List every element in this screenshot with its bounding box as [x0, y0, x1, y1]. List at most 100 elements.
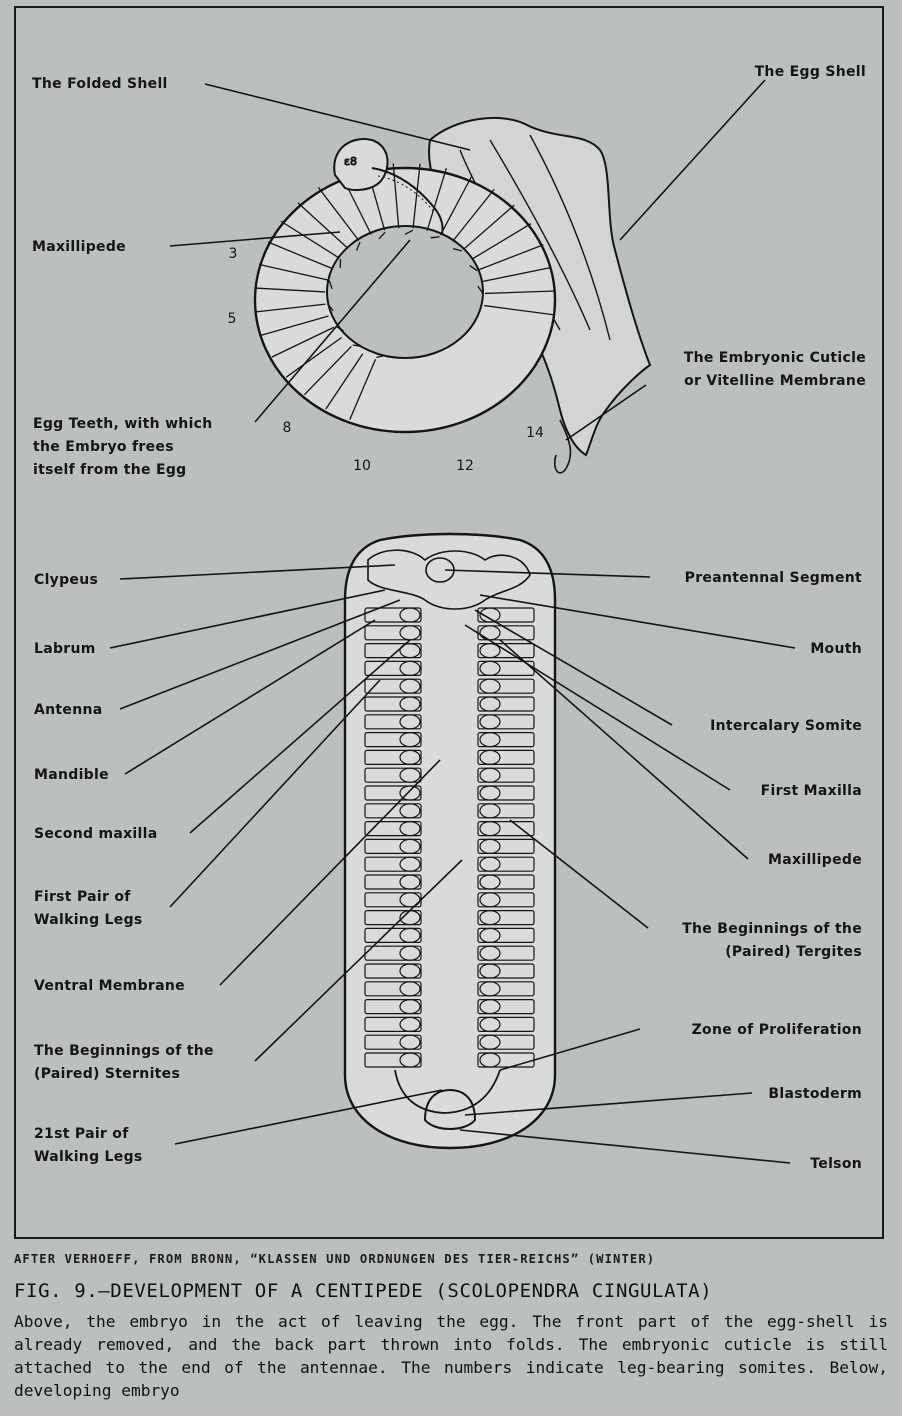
left-limb-bud: [399, 820, 421, 837]
left-segment: [364, 660, 422, 677]
left-limb-bud: [399, 963, 421, 979]
embryonic-cuticle-drawing: [553, 419, 572, 474]
developing-embryo: [343, 532, 557, 1150]
leader-line: [189, 639, 411, 834]
right-segment: [477, 1016, 535, 1033]
somite-number: 8: [283, 420, 292, 436]
segment-line: [255, 287, 326, 293]
label-left-2: Antenna: [34, 702, 102, 718]
segment-line: [259, 263, 328, 281]
right-segment: [477, 927, 535, 944]
right-segment: [477, 767, 535, 783]
leader-line: [444, 569, 651, 578]
right-limb-bud: [479, 909, 501, 926]
right-limb-bud: [479, 803, 501, 819]
right-segment: [477, 642, 535, 659]
right-segment: [477, 714, 535, 730]
proliferation-zone: [394, 1069, 501, 1114]
right-limb-bud: [479, 927, 501, 944]
right-limb-bud: [479, 785, 501, 801]
right-segment: [477, 678, 535, 694]
label-left-1: Labrum: [34, 641, 96, 657]
embryo-head: [333, 138, 389, 191]
right-segment: [477, 963, 535, 979]
right-segment: [477, 892, 535, 908]
segment-line: [280, 220, 340, 259]
right-limb-bud: [479, 660, 501, 677]
leader-line: [479, 594, 796, 649]
segment-line: [325, 353, 364, 410]
segment-line: [484, 290, 555, 295]
embryo-leaving-egg: ε8: [253, 116, 652, 474]
left-segment: [364, 963, 422, 979]
right-limb-bud: [479, 1052, 501, 1068]
segment-line: [471, 223, 532, 260]
left-limb-bud: [399, 607, 421, 623]
left-segment: [364, 1016, 422, 1033]
leader-line: [474, 609, 673, 726]
left-limb-bud: [399, 856, 421, 872]
leader-line: [174, 1089, 443, 1145]
label-folded-shell: The Folded Shell: [32, 76, 168, 92]
left-segment: [364, 856, 422, 872]
leader-line: [459, 1129, 791, 1164]
right-segment: [477, 696, 535, 712]
segment-line: [439, 176, 472, 236]
left-segment: [364, 981, 422, 997]
right-segment: [477, 874, 535, 890]
right-segment: [477, 731, 535, 748]
leader-lines: [109, 79, 796, 1164]
left-segment: [364, 1034, 422, 1050]
somite-number: 5: [228, 311, 237, 327]
right-limb-bud: [479, 892, 501, 908]
leader-line: [124, 619, 376, 775]
leader-line: [109, 589, 386, 649]
leg-bud: [328, 280, 333, 290]
embryo-segment-pairs: [364, 607, 535, 1068]
segment-line: [267, 241, 333, 270]
leader-line: [619, 79, 766, 241]
left-limb-bud: [399, 714, 421, 730]
left-segment: [364, 714, 422, 730]
left-segment: [364, 803, 422, 819]
left-segment: [364, 642, 422, 659]
left-segment: [364, 731, 422, 748]
segment-line: [482, 266, 552, 283]
segment-line: [484, 304, 554, 316]
left-segment: [364, 909, 422, 926]
right-limb-bud: [479, 642, 501, 659]
leg-bud: [378, 231, 386, 240]
right-segment: [477, 749, 535, 766]
left-segment: [364, 767, 422, 783]
leg-bud: [327, 303, 334, 312]
embryo-segments: [255, 163, 555, 420]
right-limb-bud: [479, 607, 501, 623]
label-right-1: Mouth: [810, 641, 862, 657]
right-segment: [477, 981, 535, 997]
leader-line: [204, 83, 471, 151]
label-left-6: Ventral Membrane: [34, 978, 185, 994]
leg-bud: [430, 236, 440, 239]
label-left-4: Second maxilla: [34, 826, 157, 842]
segment-line: [297, 202, 349, 249]
label-right-5: The Beginnings of the(Paired) Tergites: [682, 921, 862, 960]
head-region: [367, 549, 531, 610]
left-limb-bud: [399, 785, 421, 801]
leg-bud: [469, 264, 478, 272]
segment-line: [271, 326, 335, 358]
right-segment: [477, 856, 535, 872]
leader-line: [565, 384, 647, 441]
label-left-7: The Beginnings of the(Paired) Sternites: [34, 1043, 214, 1082]
leader-line: [254, 239, 411, 423]
right-limb-bud: [479, 874, 501, 890]
somite-number: 10: [353, 458, 371, 474]
telson-drawing: [423, 1088, 477, 1130]
right-segment: [477, 803, 535, 819]
label-maxillipede-top: Maxillipede: [32, 239, 126, 255]
label-right-8: Telson: [810, 1156, 862, 1172]
left-segment: [364, 696, 422, 712]
right-limb-bud: [479, 767, 501, 783]
right-limb-bud: [479, 678, 501, 694]
caption-body: Above, the embryo in the act of leaving …: [14, 1312, 888, 1400]
